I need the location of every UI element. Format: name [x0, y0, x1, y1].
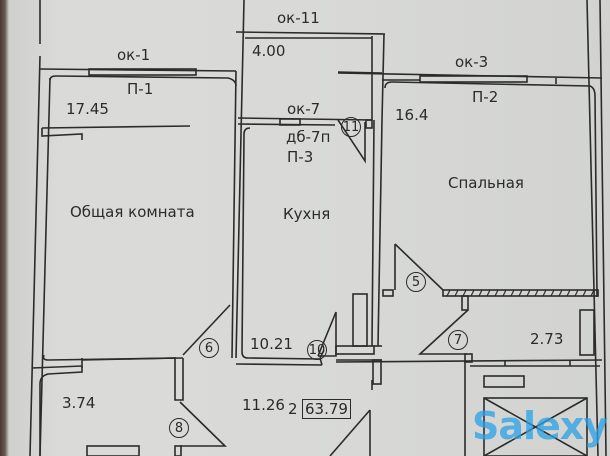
area-balcony: 4.00 — [252, 42, 286, 60]
area-wc: 2.73 — [530, 330, 564, 348]
door-marker-6: 6 — [199, 338, 219, 358]
sill-label-p1: П-1 — [127, 80, 154, 98]
area-living: 17.45 — [66, 100, 109, 118]
sill-label-p3: П-3 — [287, 148, 314, 166]
area-hall: 11.26 — [242, 396, 285, 414]
apartment-room-count: 2 — [288, 400, 298, 418]
room-name-bedroom: Спальная — [448, 174, 524, 192]
area-bedroom: 16.4 — [395, 106, 429, 124]
room-name-living: Общая комната — [70, 203, 195, 221]
window-label-ok7: ок-7 — [287, 100, 321, 118]
door-marker-5: 5 — [406, 272, 426, 292]
window-label-ok3: ок-3 — [455, 53, 489, 71]
area-kitchen: 10.21 — [250, 335, 293, 353]
sill-label-p2: П-2 — [472, 88, 499, 106]
door-marker-7: 7 — [448, 330, 468, 350]
area-bathroom: 3.74 — [62, 394, 96, 412]
room-name-kitchen: Кухня — [283, 205, 331, 223]
door-marker-10: 10 — [307, 340, 327, 360]
watermark-logo: Salexy — [472, 404, 608, 448]
total-area-box: 63.79 — [302, 399, 351, 419]
balcony-door-label: дб-7п — [286, 128, 331, 146]
door-marker-8: 8 — [169, 418, 189, 438]
window-label-ok11: ок-11 — [277, 9, 320, 27]
door-marker-11: 11 — [341, 117, 361, 137]
window-label-ok1: ок-1 — [117, 46, 151, 64]
